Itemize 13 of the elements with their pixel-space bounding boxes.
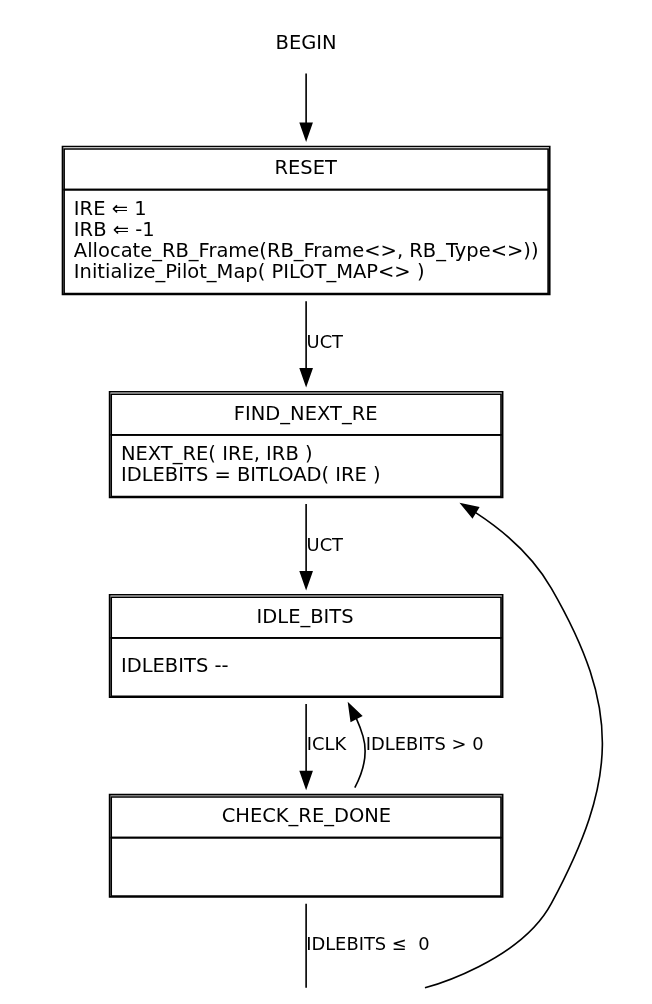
arrow bbox=[299, 503, 313, 591]
arrow bbox=[299, 72, 313, 142]
edge-label: UCT bbox=[306, 330, 344, 352]
arrow bbox=[424, 502, 604, 989]
node-text: BEGIN bbox=[275, 31, 337, 55]
arrow bbox=[299, 300, 313, 388]
connector bbox=[305, 902, 307, 989]
arrow bbox=[299, 703, 313, 791]
arrow bbox=[347, 701, 366, 789]
edge-label: ICLK bbox=[306, 733, 347, 755]
edge-label: IDLEBITS > 0 bbox=[365, 733, 484, 755]
edge-label: UCT bbox=[306, 533, 344, 555]
edge-label: IDLEBITS ≤ 0 bbox=[306, 933, 430, 955]
